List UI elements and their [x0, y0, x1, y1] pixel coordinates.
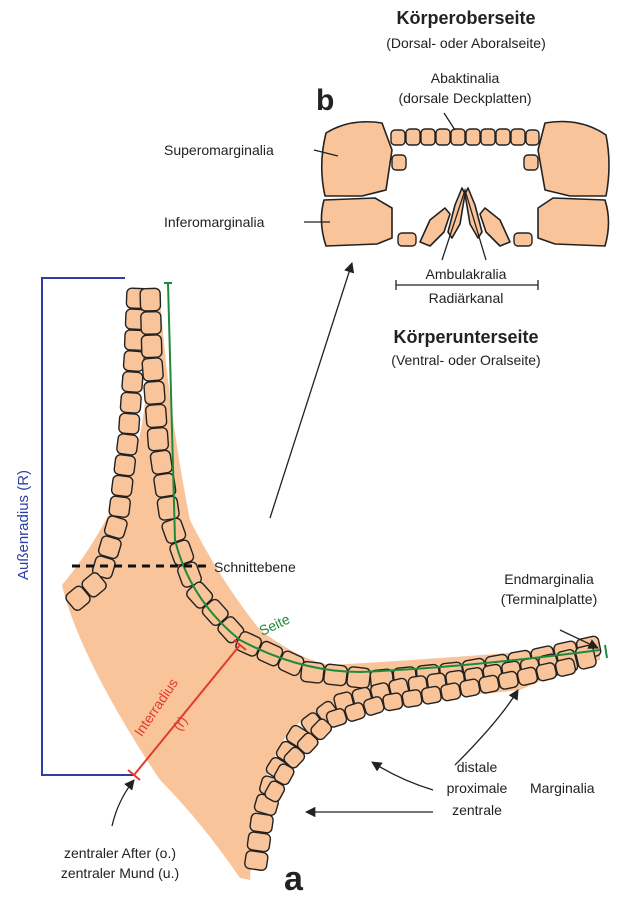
marginal-plate — [120, 392, 141, 413]
superomarginal-plate-left — [322, 122, 392, 196]
marginal-plate — [421, 686, 442, 705]
radiarkanal-label: Radiärkanal — [429, 290, 504, 306]
marginalia-label: Marginalia — [530, 780, 595, 796]
marginal-plate — [141, 335, 162, 358]
endmarginalia-sublabel: (Terminalplatte) — [501, 591, 597, 607]
marginal-plate — [140, 288, 161, 311]
inferomarginalia-label: Inferomarginalia — [164, 214, 265, 230]
ambulakralia-label: Ambulakralia — [426, 266, 507, 282]
marginal-plate — [145, 404, 167, 428]
marginal-plate — [150, 450, 173, 475]
lower-side-title: Körperunterseite — [393, 327, 538, 347]
mouth-label: zentraler Mund (u.) — [61, 865, 179, 881]
superomarginal-plate-right — [538, 122, 609, 197]
panel-letter-a: a — [284, 860, 304, 898]
inferomarginal-plate-left — [321, 198, 392, 246]
marginal-plate — [109, 496, 131, 518]
marginal-plate — [157, 496, 180, 521]
marginal-plate — [116, 433, 138, 455]
marginal-plate — [141, 312, 162, 335]
marginal-plate — [459, 678, 480, 697]
section-plane-label: Schnittebene — [214, 559, 296, 575]
proximale-arrow — [372, 762, 433, 790]
marginal-plate — [440, 682, 461, 701]
ambulacral-plates — [420, 188, 510, 246]
zentrale-label: zentrale — [452, 802, 502, 818]
marginal-plate — [244, 850, 268, 871]
abactinal-plates — [391, 129, 539, 145]
marginal-plate — [147, 427, 169, 451]
marginal-plate — [114, 454, 136, 476]
upper-side-title: Körperoberseite — [396, 8, 535, 28]
distale-label: distale — [457, 759, 498, 775]
proximale-label: proximale — [447, 780, 508, 796]
marginal-plate — [247, 831, 271, 852]
outer-radius-label: Außenradius (R) — [15, 470, 32, 580]
marginal-plate — [122, 371, 143, 392]
marginal-plate — [111, 475, 133, 497]
marginal-plate — [498, 671, 519, 690]
endmarginalia-label: Endmarginalia — [504, 571, 594, 587]
superomarginalia-label: Superomarginalia — [164, 142, 274, 158]
anus-label: zentraler After (o.) — [64, 845, 176, 861]
marginal-plate — [249, 813, 273, 834]
section-to-cross-section-arrow — [270, 263, 352, 518]
distale-arrow — [455, 690, 518, 765]
abaktinalia-label: Abaktinalia — [431, 70, 500, 86]
upper-side-subtitle: (Dorsal- oder Aboralseite) — [386, 35, 546, 51]
marginal-plate — [478, 675, 499, 694]
marginal-plate — [144, 381, 166, 405]
marginal-plate — [402, 689, 423, 708]
marginal-plate — [382, 692, 403, 711]
marginal-plate — [118, 413, 139, 434]
marginal-plate — [346, 666, 370, 688]
center-arrow — [112, 780, 134, 826]
side-label: Seite — [257, 611, 293, 639]
lower-side-subtitle: (Ventral- oder Oralseite) — [391, 352, 540, 368]
marginal-plate — [323, 664, 347, 686]
cross-section-panel — [321, 122, 609, 261]
abaktinalia-sublabel: (dorsale Deckplatten) — [398, 90, 531, 106]
panel-letter-b: b — [316, 84, 334, 117]
inferomarginal-plate-right — [538, 198, 609, 246]
marginal-plate — [142, 358, 164, 382]
